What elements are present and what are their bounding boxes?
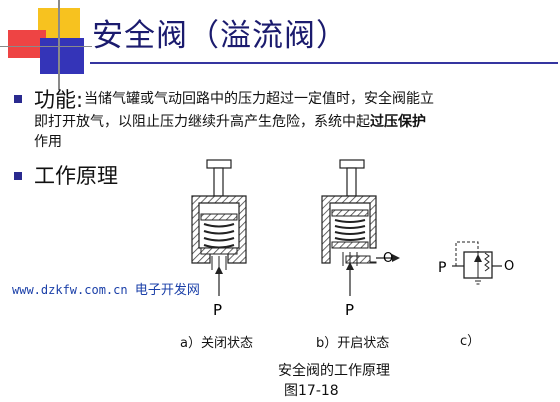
valve-closed-drawing (191, 159, 247, 296)
function-text-line-2: 即打开放气，以阻止压力继续升高产生危险，系统中起过压保护 (34, 113, 426, 131)
deco-square-red (8, 30, 46, 58)
slide-title: 安全阀（溢流阀） (92, 18, 348, 54)
figure-caption: 安全阀的工作原理 (278, 363, 390, 379)
label-open-state: b）开启状态 (316, 336, 390, 351)
port-o-label: O (383, 251, 393, 266)
valve-open-drawing (321, 159, 400, 296)
function-text-line-3: 作用 (34, 134, 62, 150)
deco-line-horizontal (0, 46, 92, 47)
bullet-icon (14, 95, 22, 103)
function-heading: 功能: (34, 88, 84, 112)
port-p-label: P (213, 301, 222, 319)
function-text-plain: 即打开放气，以阻止压力继续升高产生危险，系统中起 (34, 114, 370, 130)
figure-number: 图17-18 (284, 383, 339, 399)
watermark: www.dzkfw.com.cn 电子开发网 (12, 279, 200, 298)
function-text-bold: 过压保护 (370, 114, 426, 130)
deco-line-vertical (58, 0, 60, 90)
label-symbol: c） (460, 334, 481, 349)
valve-symbol-drawing (452, 241, 502, 285)
label-closed-state: a）关闭状态 (180, 336, 253, 351)
function-text-line-1: 当储气罐或气动回路中的压力超过一定值时，安全阀能立 (84, 91, 434, 107)
watermark-site: 电子开发网 (134, 283, 200, 298)
bullet-icon (14, 172, 22, 180)
title-rule (90, 62, 558, 64)
watermark-url: www.dzkfw.com.cn (12, 283, 128, 297)
deco-square-blue (40, 38, 84, 74)
principle-heading: 工作原理 (34, 164, 118, 188)
port-p-label: P (345, 301, 354, 319)
port-o-label: O (504, 259, 514, 274)
port-p-label: P (438, 260, 446, 276)
